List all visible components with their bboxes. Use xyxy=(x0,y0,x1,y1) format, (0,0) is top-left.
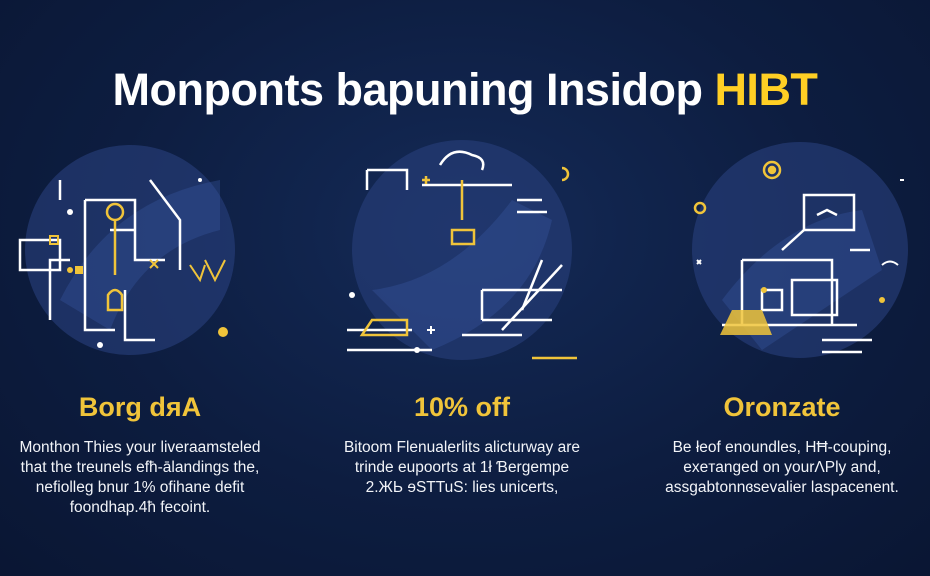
card-body-line: trinde eupoorts at 1ł Ɓergempe xyxy=(354,459,570,476)
card-body-line: Bitoom Flenualerlits alicturway are xyxy=(343,439,581,456)
network-illustration xyxy=(347,140,577,360)
background-circle xyxy=(25,145,235,355)
page-title-main: Monponts bapuning Insidop xyxy=(112,64,715,116)
background-circle xyxy=(352,140,572,360)
card-heading: Borg dяA xyxy=(78,392,202,422)
card-body-line: nefiolleg bnur 1% ofihane defit xyxy=(35,479,245,496)
card-body-line: Monthon Thies your liveraamsteled xyxy=(19,439,261,456)
card-body-line: exeᴛanged on yourɅPly and, xyxy=(683,459,881,476)
card-body: Monthon Thies your liveraamsteled that t… xyxy=(0,438,290,518)
card-body-line: assgabtonnɞsevalier laspacenent. xyxy=(665,479,899,496)
cloud-icon xyxy=(438,150,485,171)
card-body-line: 2.ЖЬ ɘSTTuS: lies unicerts, xyxy=(365,479,559,496)
card-body-line: Be łeof enoundles, HĦ-couping, xyxy=(672,439,892,456)
card-body: Bitoom Flenualerlits alicturway are trin… xyxy=(312,438,612,498)
gear-icon xyxy=(49,235,228,337)
page-title: Monponts bapuning Insidop HIBT xyxy=(0,64,930,116)
feature-card-3: Oronzate Be łeof enoundles, HĦ-couping, … xyxy=(632,140,930,540)
card-heading: Oronzate xyxy=(723,392,841,422)
page-title-accent: HIBT xyxy=(714,64,818,116)
feature-card-1: Borg dяA Monthon Thies your liveraamstel… xyxy=(0,140,290,540)
feature-card-2: 10% off Bitoom Flenualerlits alicturway … xyxy=(312,140,612,540)
circuit-lines-icon xyxy=(347,168,563,352)
lock-icon xyxy=(189,259,226,283)
card-heading: 10% off xyxy=(413,392,511,422)
card-body-line: that the treunels efħ-ālandings the, xyxy=(20,459,260,476)
workspace-illustration xyxy=(692,142,908,358)
circuit-illustration xyxy=(18,145,235,355)
monitor-icon xyxy=(781,193,856,251)
card-body-line: foondhap.4ħ fecoint. xyxy=(69,499,211,516)
desk-icon xyxy=(359,176,476,337)
gear-icon xyxy=(693,160,782,215)
key-icon xyxy=(105,202,125,312)
card-body: Be łeof enoundles, HĦ-couping, exeᴛanged… xyxy=(632,438,930,498)
